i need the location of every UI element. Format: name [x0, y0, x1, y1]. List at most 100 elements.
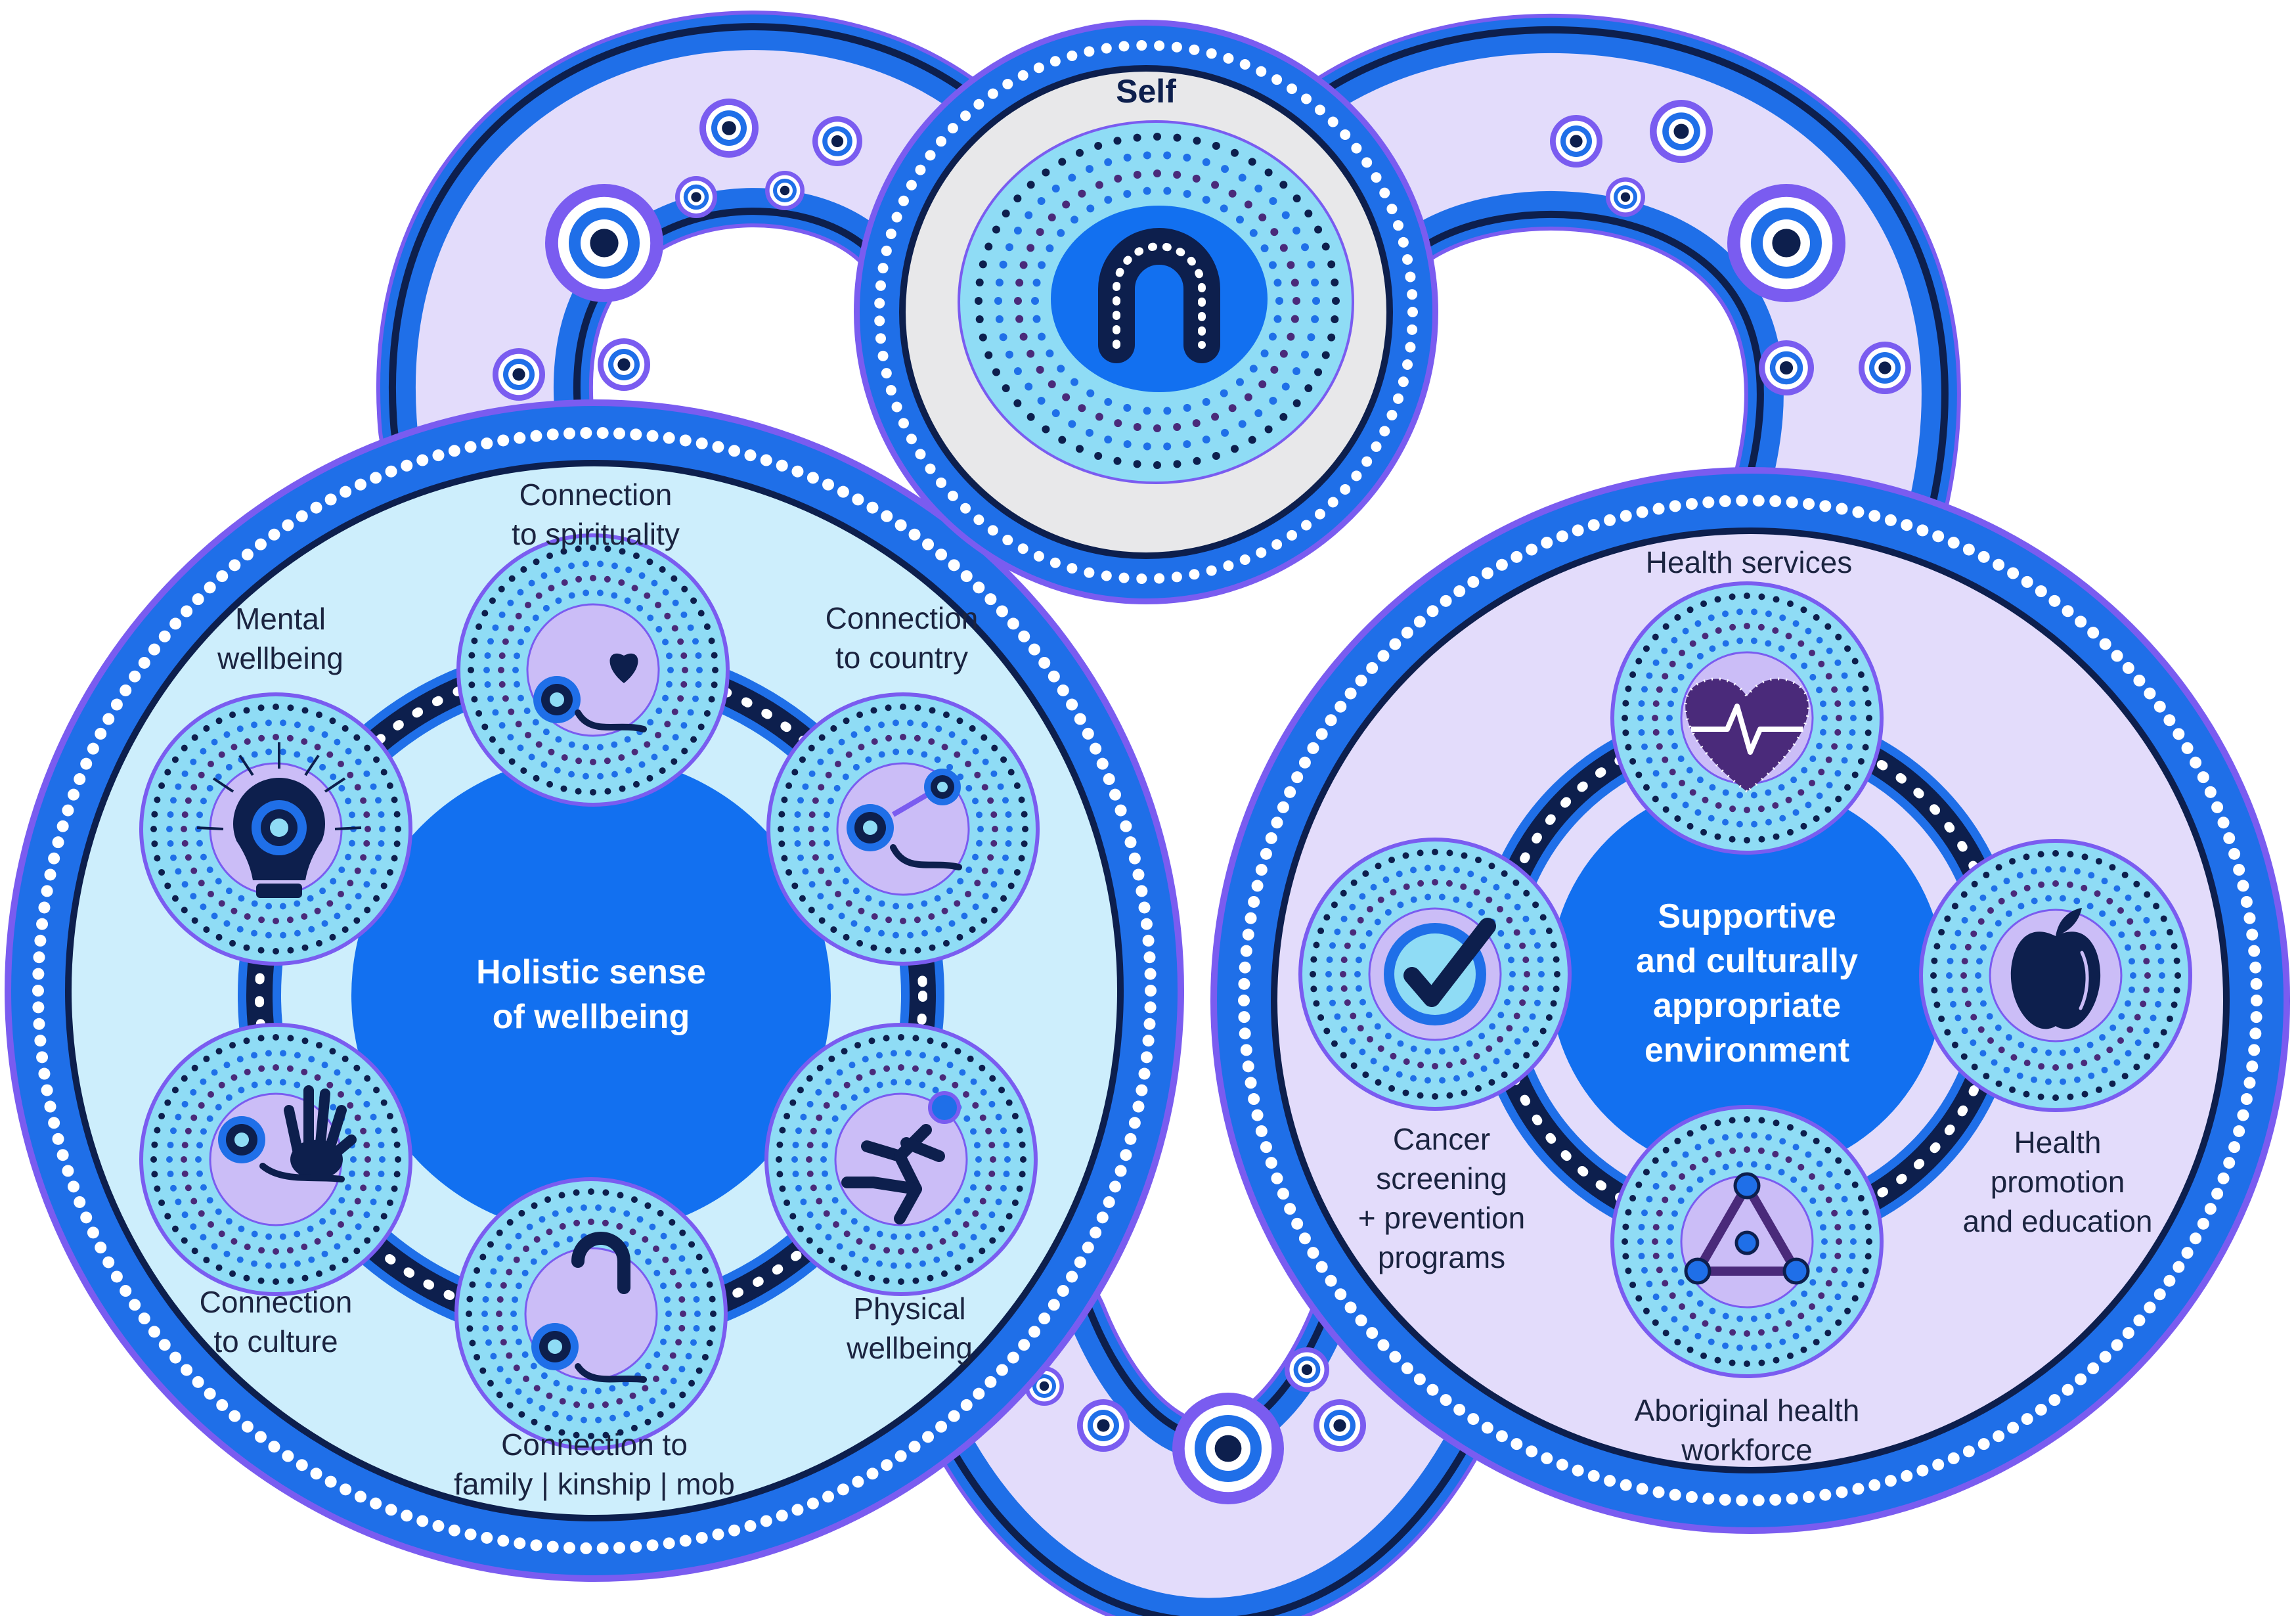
node-dot — [1446, 1092, 1453, 1099]
node-dot — [1638, 1223, 1645, 1230]
ring-dot — [1884, 514, 1897, 526]
node-dot — [1841, 1196, 1848, 1203]
node-dot — [1021, 811, 1028, 818]
ring-dot — [1109, 788, 1121, 801]
node-dot — [701, 1353, 709, 1360]
disc-dot — [1269, 396, 1277, 405]
node-dot — [1778, 1169, 1785, 1176]
node-dot — [1696, 1300, 1704, 1307]
node-dot — [1700, 1124, 1708, 1131]
ring-dot — [1239, 1027, 1251, 1040]
disc-dot — [1292, 297, 1300, 305]
node-dot — [964, 761, 971, 768]
node-dot — [904, 1233, 912, 1240]
node-dot — [273, 704, 279, 710]
ring-dot — [1090, 1226, 1102, 1239]
ring-dot — [1786, 1493, 1798, 1505]
node-dot — [1844, 1169, 1851, 1176]
node-family — [454, 1177, 728, 1450]
node-dot — [1679, 779, 1686, 786]
motif-core — [512, 368, 525, 381]
node-dot — [900, 704, 906, 710]
node-dot — [1950, 943, 1957, 951]
node-dot — [1622, 729, 1629, 736]
node-dot — [1951, 1041, 1958, 1048]
node-dot — [215, 878, 222, 885]
disc-dot — [1202, 436, 1210, 444]
node-dot — [806, 1075, 813, 1082]
heartbeat-heart-icon — [1684, 677, 1810, 794]
ring-dot — [44, 1100, 56, 1113]
disc-dot — [1268, 261, 1277, 269]
node-dot — [181, 811, 188, 819]
ring-dot — [1719, 1494, 1731, 1506]
node-dot — [175, 1198, 182, 1205]
ring-dot — [2087, 627, 2100, 639]
node-dot — [792, 1141, 799, 1148]
ring-dot — [241, 549, 254, 561]
node-dot — [1662, 756, 1669, 763]
ring-dot — [1118, 572, 1130, 583]
node-dot — [659, 566, 666, 573]
node-dot — [347, 1102, 354, 1109]
node-dot — [559, 1398, 566, 1405]
node-dot — [196, 1142, 204, 1149]
node-dot — [863, 1087, 870, 1094]
node-dot — [995, 1113, 1002, 1121]
ring-dot — [822, 478, 835, 491]
node-dot — [1003, 1171, 1010, 1178]
node-dot — [988, 1142, 996, 1149]
ring-dot — [898, 195, 909, 206]
node-dot — [342, 926, 349, 933]
ring-dot — [1977, 1438, 1990, 1450]
node-dot — [1340, 915, 1348, 922]
node-dot — [319, 1218, 326, 1225]
ring-dot — [1028, 643, 1041, 656]
node-dot — [198, 1102, 205, 1109]
node-dot — [595, 1416, 602, 1424]
node-dot — [243, 944, 250, 951]
node-dot — [506, 1352, 513, 1359]
disc-dot — [1032, 315, 1041, 323]
ring-dot — [1340, 484, 1351, 495]
ring-dot — [401, 1510, 413, 1522]
node-dot — [347, 1210, 354, 1217]
node-dot — [797, 854, 805, 861]
ring-dot — [973, 99, 984, 110]
disc-dot — [1291, 279, 1299, 287]
node-dot — [363, 1211, 370, 1219]
node-dot — [1662, 1330, 1669, 1337]
node-dot — [507, 734, 514, 741]
ring-dot — [1238, 1011, 1250, 1023]
ring-dot — [2197, 771, 2209, 784]
disc-dot — [1143, 442, 1151, 451]
node-dot — [2081, 1060, 2088, 1067]
node-dot — [1824, 1146, 1832, 1154]
node-dot — [833, 1091, 840, 1098]
ring-dot — [2048, 1394, 2061, 1406]
node-dot — [1865, 1253, 1872, 1260]
node-dot — [652, 1246, 659, 1253]
node-dot — [2052, 1064, 2059, 1071]
node-dot — [171, 756, 179, 763]
node-dot — [1357, 916, 1364, 924]
node-dot — [378, 1141, 385, 1148]
node-dot — [515, 1388, 522, 1395]
ring-dot — [1351, 470, 1362, 482]
node-dot — [348, 840, 355, 847]
node-dot — [2143, 916, 2150, 924]
ring-dot — [1440, 595, 1452, 607]
node-dot — [929, 944, 936, 951]
node-dot — [1865, 1223, 1872, 1230]
disc-dot — [1133, 133, 1141, 142]
node-dot — [280, 1050, 287, 1057]
node-dot — [665, 652, 673, 660]
label-family-line2: family | kinship | mob — [454, 1467, 735, 1501]
node-dot — [2060, 1078, 2067, 1085]
node-dot — [164, 769, 171, 776]
node-dot — [151, 811, 158, 818]
node-dot — [338, 784, 345, 792]
disc-dot — [1269, 197, 1277, 206]
disc-dot — [1038, 261, 1046, 269]
node-dot — [523, 625, 531, 633]
